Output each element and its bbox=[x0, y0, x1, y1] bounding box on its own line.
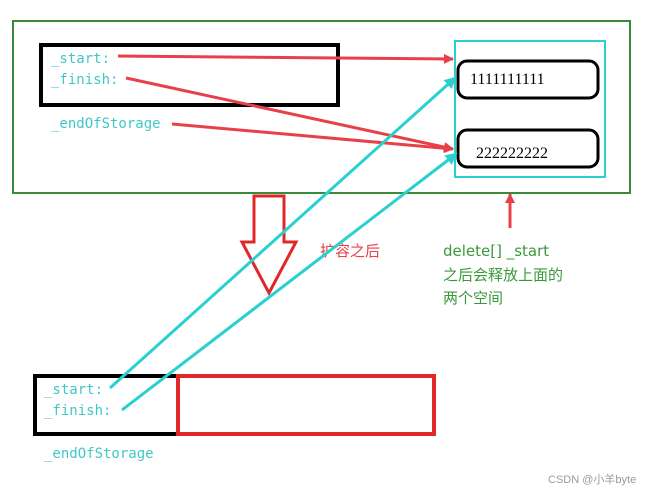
new-end-of-storage-label: _endOfStorage bbox=[44, 446, 154, 462]
heap-block-1 bbox=[456, 59, 600, 100]
new-finish-pointer-arrow bbox=[121, 152, 458, 412]
new-storage-block bbox=[176, 374, 436, 436]
delete-note-line-1: delete[] _start bbox=[443, 242, 549, 261]
old-start-pointer-arrow bbox=[117, 53, 454, 64]
old-finish-label: _finish: bbox=[51, 72, 118, 88]
old-end-of-storage-pointer-arrow bbox=[171, 122, 454, 154]
delete-note-line-2: 之后会释放上面的 bbox=[443, 266, 563, 284]
heap-block-2-value: 222222222 bbox=[476, 145, 548, 162]
old-vector-box bbox=[39, 43, 340, 107]
heap-block-1-value: 1111111111 bbox=[470, 71, 545, 88]
heap-region bbox=[454, 40, 606, 178]
watermark: CSDN @小羊byte bbox=[548, 472, 636, 486]
old-start-label: _start: bbox=[51, 51, 110, 67]
heap-block-2 bbox=[456, 128, 600, 169]
delete-note-line-3: 两个空间 bbox=[443, 289, 503, 307]
old-finish-pointer-arrow bbox=[125, 76, 454, 152]
new-start-pointer-arrow bbox=[108, 76, 457, 390]
old-end-of-storage-label: _endOfStorage bbox=[51, 116, 161, 132]
new-start-label: _start: bbox=[44, 382, 103, 398]
new-finish-label: _finish: bbox=[44, 403, 111, 419]
old-state-frame bbox=[12, 20, 631, 194]
